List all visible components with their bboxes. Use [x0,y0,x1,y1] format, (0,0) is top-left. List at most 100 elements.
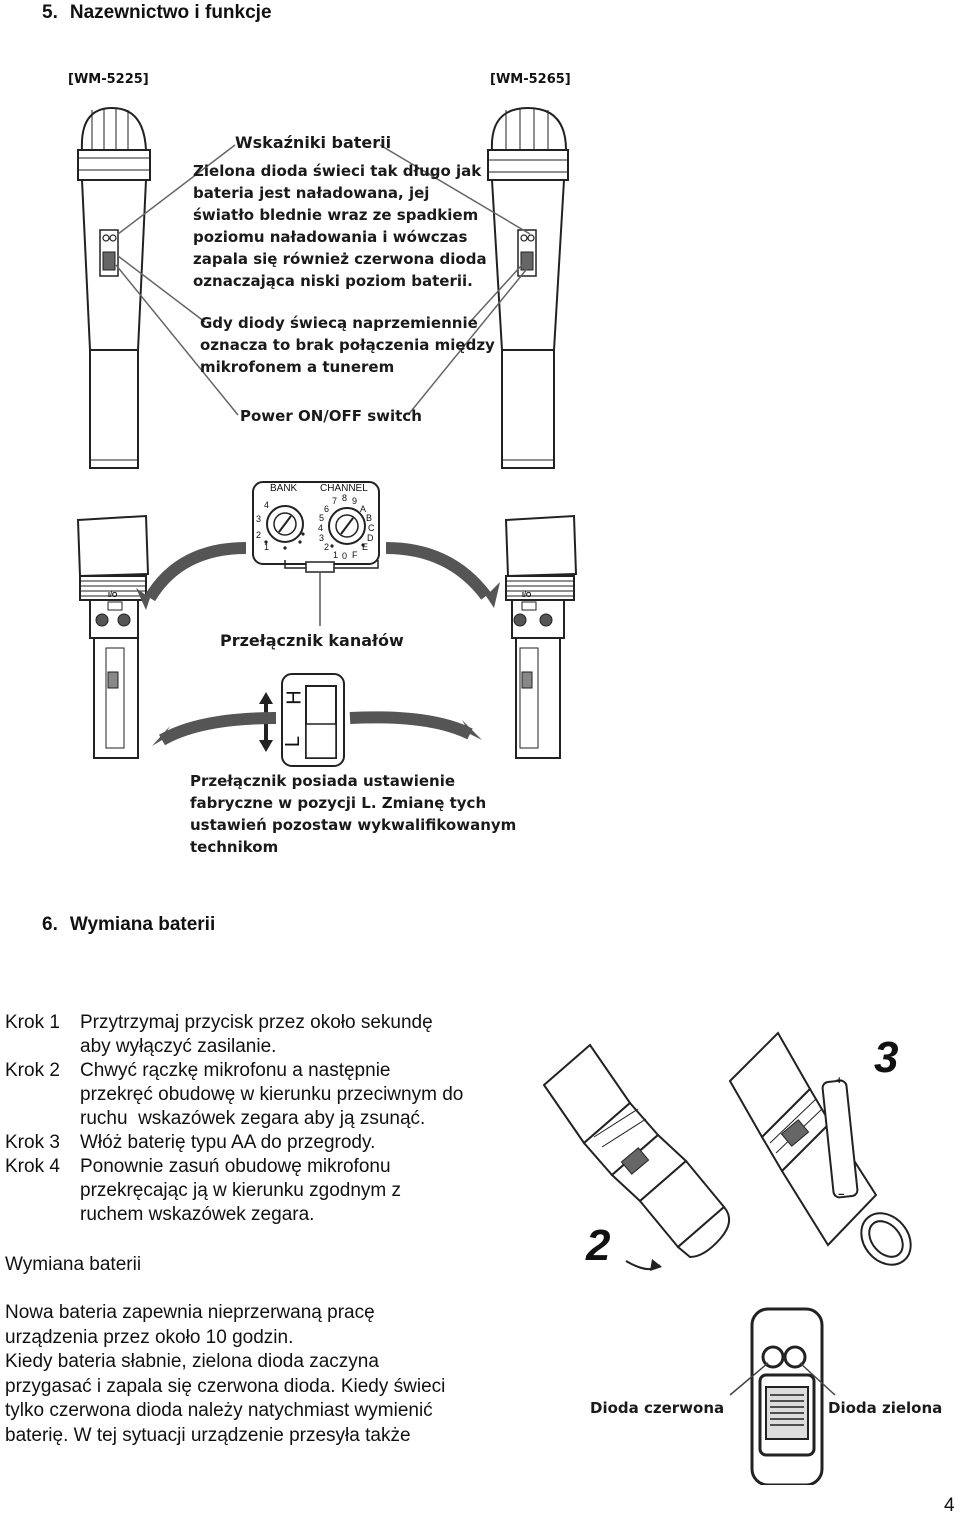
left-microphone-illustration [77,106,151,469]
step-line: przekręcając ją w kierunku zgodnym z [80,1180,402,1201]
switch-l-letter: L [282,735,305,748]
step-line: aby wyłączyć zasilanie. [80,1036,277,1057]
step-line: Ponownie zasuń obudowę mikrofonu [80,1156,391,1177]
channel-digit: 8 [342,493,348,503]
channel-switch-drawing [76,481,578,767]
red-led-icon [761,1345,785,1369]
step-line: przekręć obudowę w kierunku przeciwnym d… [80,1084,464,1105]
battery-replacement-drawing [542,1031,912,1271]
alternate-blink-description: Gdy diody świecą naprzemiennie oznacza t… [200,312,495,378]
arrow-to-right-body [349,711,473,740]
channel-digit: 7 [332,496,338,506]
channel-digit: 6 [324,504,330,514]
power-switch-label: Power ON/OFF switch [240,407,422,425]
battery-section-text: Nowa bateria zapewnia nieprzerwaną pracę… [5,1301,535,1448]
note-line: ustawień pozostaw wykwalifikowanym [190,816,517,834]
step-item: Krok 3 Włóż baterię typu AA do przegrody… [5,1131,525,1155]
section-6-heading: 6. Wymiana baterii [42,914,215,936]
bank-digit: 3 [256,514,262,524]
arrow-to-left-body [158,712,277,746]
section-number: 6. [42,914,58,935]
figure-led-indicators: Dioda czerwona Dioda zielona [580,1305,950,1487]
channel-digit: B [366,513,373,523]
aa-battery-icon [821,1079,859,1199]
model-right-label: [WM-5265] [490,72,571,87]
bank-digit: 4 [264,500,270,510]
microphones-drawing [77,106,569,469]
step-text: Ponownie zasuń obudowę mikrofonu przekrę… [80,1155,525,1227]
left-body-illustration [76,514,150,759]
section-title: Wymiana baterii [69,914,216,935]
note-line: Przełącznik posiada ustawienie [190,772,456,790]
battery-indicator-description: Zielona dioda świeci tak długo jak bater… [193,160,487,292]
battery-line: bateria jest naładowana, jej [193,184,430,202]
step-item: Krok 1 Przytrzymaj przycisk przez około … [5,1011,525,1059]
step-line: ruchu wskazówek zegara aby ją zsunąć. [80,1108,426,1129]
figure-channel-switch: BANK CHANNEL 4 3 2 1 7 8 9 6 A 5 B 4 C 3… [70,478,590,868]
alternate-line: oznacza to brak połączenia między [200,336,495,354]
battery-indicator-heading: Wskaźniki baterii [235,133,392,152]
battery-line: zapala się również czerwona dioda [193,250,487,268]
alternate-line: mikrofonem a tunerem [200,358,395,376]
channel-digit: 3 [319,533,325,543]
step-label: Krok 2 [5,1060,60,1081]
channel-digit: C [368,523,375,533]
channel-digit: A [360,504,367,514]
arrow-to-left-dial [144,542,247,602]
switch-h-letter: H [283,690,306,705]
battery-text-line: Kiedy bateria słabnie, zielona dioda zac… [5,1351,379,1372]
step-text: Przytrzymaj przycisk przez około sekundę… [80,1011,525,1059]
step-label: Krok 1 [5,1012,60,1033]
step-line: Chwyć rączkę mikrofonu a następnie [80,1060,391,1081]
alternate-line: Gdy diody świecą naprzemiennie [200,314,478,332]
bank-digit: 2 [256,530,262,540]
step-2-marker: 2 [586,1221,611,1270]
channel-digit: 0 [342,551,348,561]
bank-digit: 1 [264,542,270,552]
red-led-pointer [729,1362,769,1396]
channel-digit: E [362,542,369,552]
callout-lines [115,144,531,416]
model-left-label: [WM-5225] [68,72,149,87]
led-indicators-drawing [729,1307,836,1487]
channel-digit: 4 [318,523,324,533]
step-text: Włóż baterię typu AA do przegrody. [80,1131,525,1155]
channel-digit: 5 [319,513,325,523]
note-line: technikom [190,838,279,856]
channel-label: CHANNEL [320,483,368,494]
step-item: Krok 2 Chwyć rączkę mikrofonu a następni… [5,1059,525,1131]
right-io-label: I/O [522,592,532,599]
battery-line: poziomu naładowania i wówczas [193,228,468,246]
factory-setting-note: Przełącznik posiada ustawienie fabryczne… [190,770,516,858]
step-3-marker: 3 [874,1033,899,1082]
section-number: 5. [42,2,58,23]
red-led-label: Dioda czerwona [590,1399,725,1417]
microphone-step2-illustration [542,1043,731,1259]
battery-plus: + [836,1075,843,1087]
section-title: Nazewnictwo i funkcje [69,2,272,23]
battery-text-line: tylko czerwona dioda należy natychmiast … [5,1400,433,1421]
green-led-label: Dioda zielona [828,1399,943,1417]
step-line: ruchem wskazówek zegara. [80,1204,315,1225]
battery-minus: − [838,1189,845,1201]
step-line: Przytrzymaj przycisk przez około sekundę [80,1012,433,1033]
battery-text-line: Nowa bateria zapewnia nieprzerwaną pracę [5,1302,375,1323]
step-label: Krok 4 [5,1156,60,1177]
battery-line: światło blednie wraz ze spadkiem [193,206,479,224]
battery-line: Zielona dioda świeci tak długo jak [193,162,482,180]
bank-label: BANK [270,483,298,494]
right-body-illustration [504,514,578,759]
channel-digit: D [367,533,374,543]
battery-line: oznaczająca niski poziom baterii. [193,272,473,290]
channel-digit: 1 [333,550,339,560]
channel-digit: 9 [352,496,358,506]
battery-section-heading: Wymiana baterii [5,1254,142,1275]
note-line: fabryczne w pozycji L. Zmianę tych [190,794,487,812]
microphone-step3-illustration [728,1031,912,1266]
page-number: 4 [944,1495,955,1516]
channel-digit: F [352,550,358,560]
step-line: Włóż baterię typu AA do przegrody. [80,1132,376,1153]
step-label: Krok 3 [5,1132,60,1153]
steps-list: Krok 1 Przytrzymaj przycisk przez około … [5,1011,525,1227]
battery-text-line: przygasać i zapala się czerwona dioda. K… [5,1375,446,1397]
